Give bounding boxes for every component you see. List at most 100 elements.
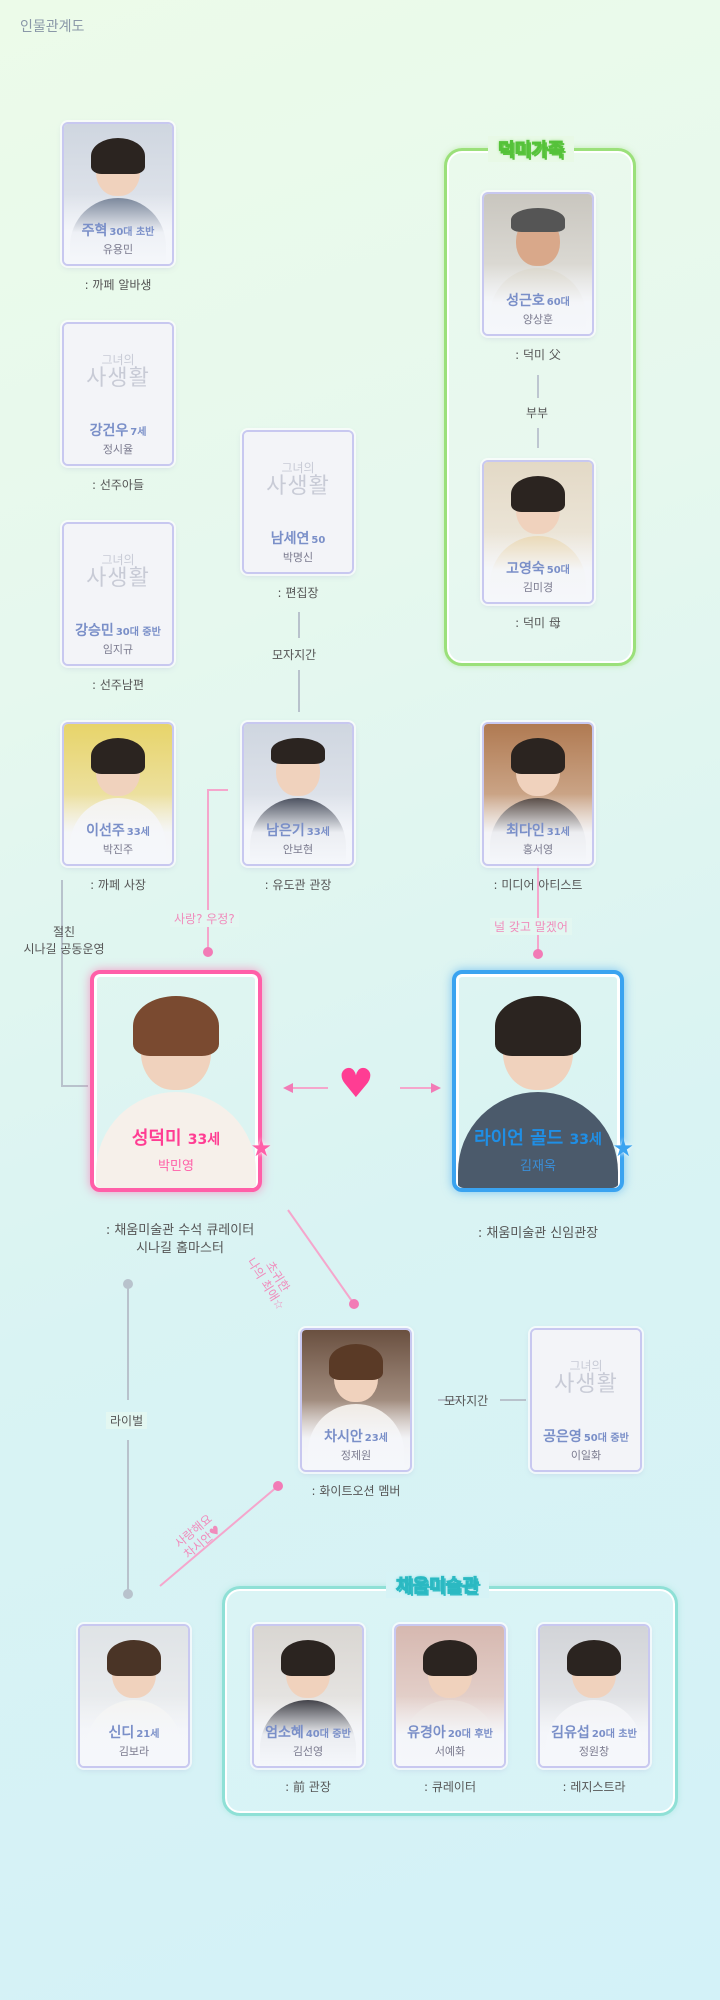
character-age: 21세 — [136, 1729, 160, 1740]
actor-name: 김선영 — [292, 1745, 324, 1758]
star-icon: ★ — [612, 1134, 634, 1162]
page-title: 인물관계도 — [20, 19, 85, 35]
relation-couple: 부부 — [526, 406, 549, 420]
character-age: 50대 중반 — [583, 1433, 629, 1444]
character-age: 33세 — [126, 827, 150, 838]
actor-name: 안보현 — [282, 843, 314, 856]
role-kanggunwoo: : 선주아들 — [91, 478, 145, 492]
character-name: 강건우 — [89, 423, 129, 439]
character-age: 40대 중반 — [305, 1729, 351, 1740]
group-chaeum-museum-title: 채움미술관 — [386, 1572, 489, 1598]
actor-name: 박민영 — [158, 1159, 194, 1174]
character-name: 유경아 — [407, 1725, 446, 1741]
relation-rival: 라이벌 — [106, 1412, 148, 1429]
character-name: 남세연 — [270, 531, 310, 547]
actor-name: 양상훈 — [522, 313, 554, 326]
role-choidain: : 미디어 아티스트 — [493, 878, 583, 892]
character-name: 이선주 — [86, 823, 125, 839]
role-chasian: : 화이트오션 멤버 — [311, 1484, 401, 1498]
actor-name: 정제원 — [340, 1449, 372, 1462]
character-name: 신디 — [108, 1725, 135, 1741]
heart-icon: ♥ — [338, 1061, 374, 1107]
character-name: 성덕미 — [131, 1128, 182, 1149]
character-name: 최다인 — [506, 823, 545, 839]
character-age: 30대 초반 — [109, 227, 155, 238]
character-age: 33세 — [569, 1132, 602, 1148]
character-name: 엄소혜 — [265, 1725, 304, 1741]
actor-name: 김미경 — [522, 581, 554, 594]
relation-love-friendship: 사랑? 우정? — [170, 910, 239, 927]
actor-name: 박명신 — [282, 551, 314, 564]
character-age: 30대 중반 — [115, 627, 161, 638]
character-name: 고영숙 — [506, 561, 545, 577]
role-ryangold: : 채움미술관 신임관장 — [477, 1226, 599, 1241]
actor-name: 유용민 — [102, 243, 134, 256]
actor-name: 정시율 — [102, 443, 134, 456]
main-character-card-ryangold[interactable]: 라이언 골드 33세 김재욱 ★ — [452, 970, 634, 1192]
main-character-card-sungdeokmi[interactable]: 성덕미 33세 박민영 ★ — [90, 970, 272, 1192]
role-kimyuseop: : 레지스트라 — [562, 1780, 626, 1794]
role-juhyuk: : 까페 알바생 — [84, 278, 152, 292]
character-name: 차시안 — [324, 1429, 363, 1445]
character-name: 성근호 — [506, 293, 545, 309]
character-age: 20대 후반 — [447, 1729, 493, 1740]
character-name: 공은영 — [543, 1429, 582, 1445]
actor-name: 홍서영 — [522, 843, 554, 856]
actor-name: 서예화 — [434, 1745, 466, 1758]
role-leesunjoo: : 까페 사장 — [90, 878, 146, 892]
relation-gonna-take-you: 널 갖고 말겠어 — [490, 918, 572, 935]
role-namseyeon: : 편집장 — [277, 586, 319, 600]
character-name: 라이언 골드 — [474, 1128, 564, 1149]
character-age: 50 — [311, 535, 326, 546]
character-name: 김유섭 — [551, 1725, 590, 1741]
character-age: 33세 — [187, 1132, 221, 1148]
actor-name: 이일화 — [570, 1449, 602, 1462]
role-sungdeokmi: : 채움미술관 수석 큐레이터 시나길 홈마스터 — [105, 1223, 255, 1256]
relation-best-friend: 절친 시나길 공동운영 — [23, 925, 105, 956]
role-eomsohye: : 前 관장 — [285, 1780, 331, 1794]
relation-mother-son-2: 모자지간 — [444, 1394, 489, 1408]
role-yugyunga: : 큐레이터 — [423, 1780, 477, 1794]
relation-mother-son-1: 모자지간 — [272, 648, 317, 662]
group-deokmi-family-title: 덕미가족 — [488, 136, 575, 162]
character-age: 7세 — [130, 427, 147, 438]
character-name: 강승민 — [75, 623, 114, 639]
role-namungi: : 유도관 관장 — [264, 878, 332, 892]
character-name: 주혁 — [81, 223, 108, 239]
actor-name: 정원창 — [578, 1745, 610, 1758]
character-age: 31세 — [546, 827, 570, 838]
role-kangseungmin: : 선주남편 — [91, 678, 145, 692]
character-age: 60대 — [546, 297, 570, 308]
star-icon: ★ — [250, 1134, 272, 1162]
character-name: 남은기 — [266, 823, 305, 839]
actor-name: 임지규 — [102, 643, 134, 656]
character-age: 23세 — [364, 1433, 388, 1444]
character-age: 20대 초반 — [591, 1729, 637, 1740]
character-age: 50대 — [546, 565, 570, 576]
role-sunggeunho: : 덕미 父 — [515, 348, 561, 362]
actor-name: 김재욱 — [520, 1159, 556, 1174]
